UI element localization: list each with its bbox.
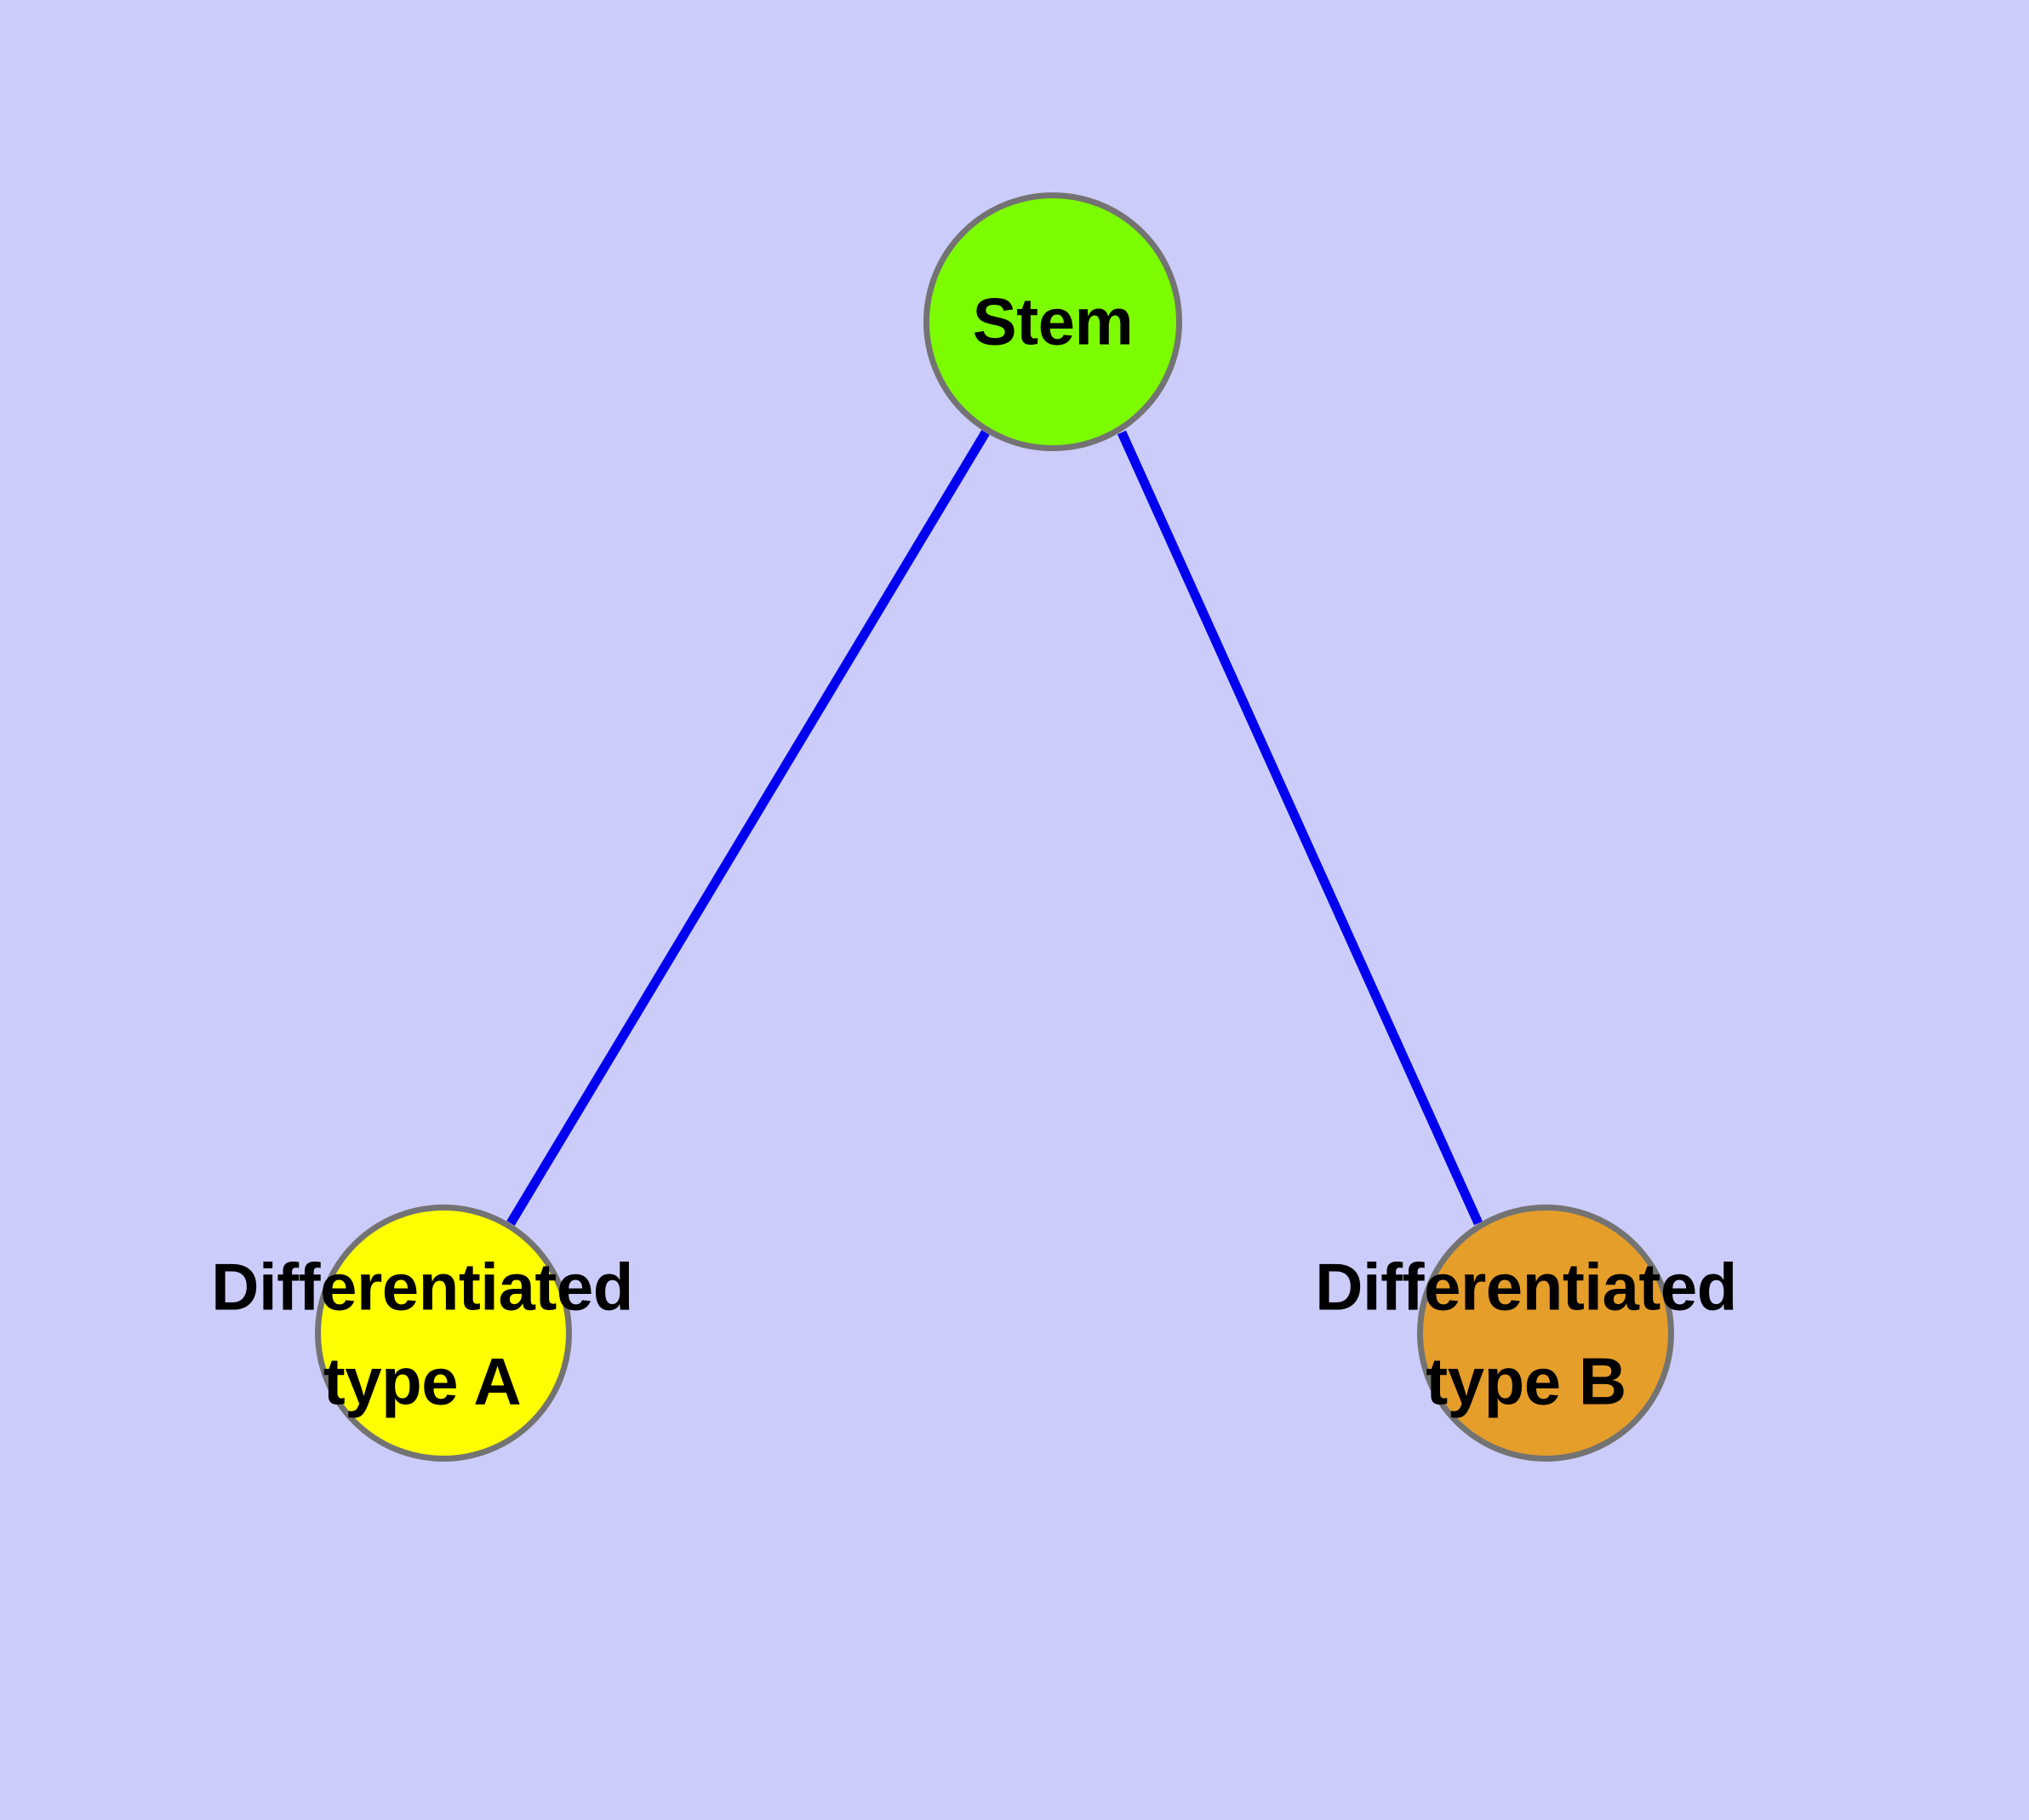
edge-stem-to-diff-b[interactable] [1117, 430, 1483, 1226]
node-stem[interactable] [923, 192, 1182, 451]
node-differentiated-type-a[interactable] [315, 1205, 572, 1462]
edge-stem-to-diff-a[interactable] [506, 430, 990, 1226]
node-differentiated-type-b[interactable] [1417, 1205, 1674, 1462]
